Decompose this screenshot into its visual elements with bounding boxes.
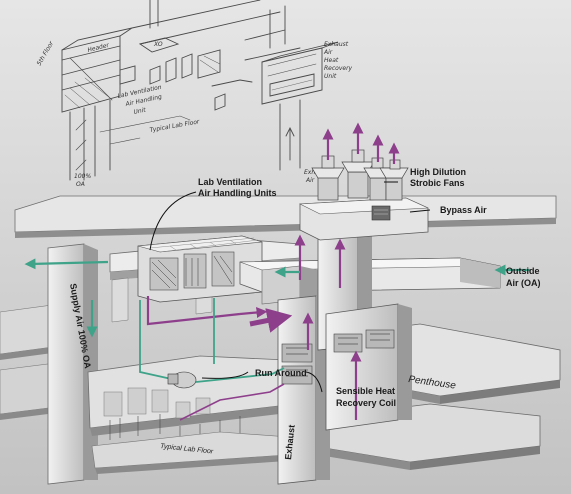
label-bypass-air: Bypass Air <box>440 205 487 215</box>
label-outside-air-1: Outside <box>506 266 540 276</box>
label-run-around: Run Around <box>255 368 307 378</box>
sketch-oa-note-1: 100% <box>74 173 91 180</box>
label-lab-ventilation-1: Lab Ventilation <box>198 177 262 187</box>
label-lab-ventilation-2: Air Handling Units <box>198 188 277 198</box>
label-sensible-heat-2: Recovery Coil <box>336 398 396 408</box>
label-high-dilution-2: Strobic Fans <box>410 178 465 188</box>
sketch-exhaust-bottom-2: Air <box>305 177 315 184</box>
sketch-exhaust-note-1: Exhaust <box>324 41 349 48</box>
sketch-xo-mark: XO <box>153 41 163 48</box>
label-sensible-heat-1: Sensible Heat <box>336 386 395 396</box>
label-high-dilution-1: High Dilution <box>410 167 466 177</box>
sketch-exhaust-note-5: Unit <box>324 73 337 80</box>
sketch-exhaust-note-2: Air <box>323 49 333 56</box>
sketch-exhaust-note-4: Recovery <box>324 65 353 72</box>
sketch-exhaust-note-3: Heat <box>324 57 339 64</box>
sketch-oa-note-2: OA <box>76 181 85 188</box>
rooftop-plenum <box>300 198 428 240</box>
label-outside-air-2: Air (OA) <box>506 278 541 288</box>
